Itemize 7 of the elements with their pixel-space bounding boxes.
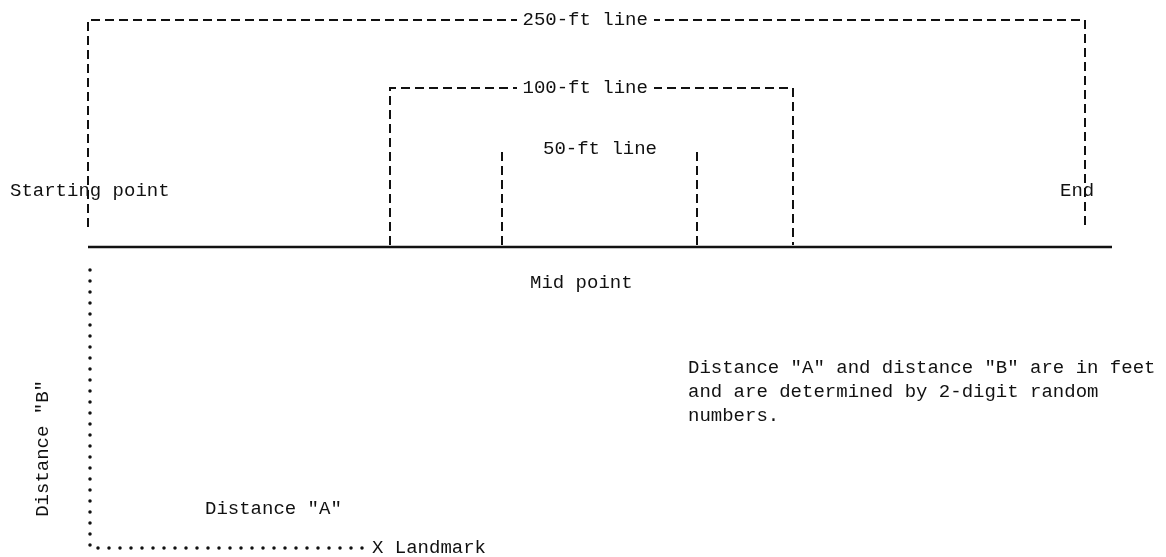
distance-label: Distance "B" xyxy=(32,380,54,517)
point-label: Mid point xyxy=(530,272,633,294)
landmark-label: X Landmark xyxy=(372,537,487,557)
note-text: Distance "A" and distance "B" are in feet and are determined by 2-digit random numbers. xyxy=(688,356,1157,428)
distance-label: Distance "A" xyxy=(205,498,342,520)
dimension-label: 50-ft line xyxy=(543,138,658,160)
point-label: Starting point xyxy=(10,180,170,202)
